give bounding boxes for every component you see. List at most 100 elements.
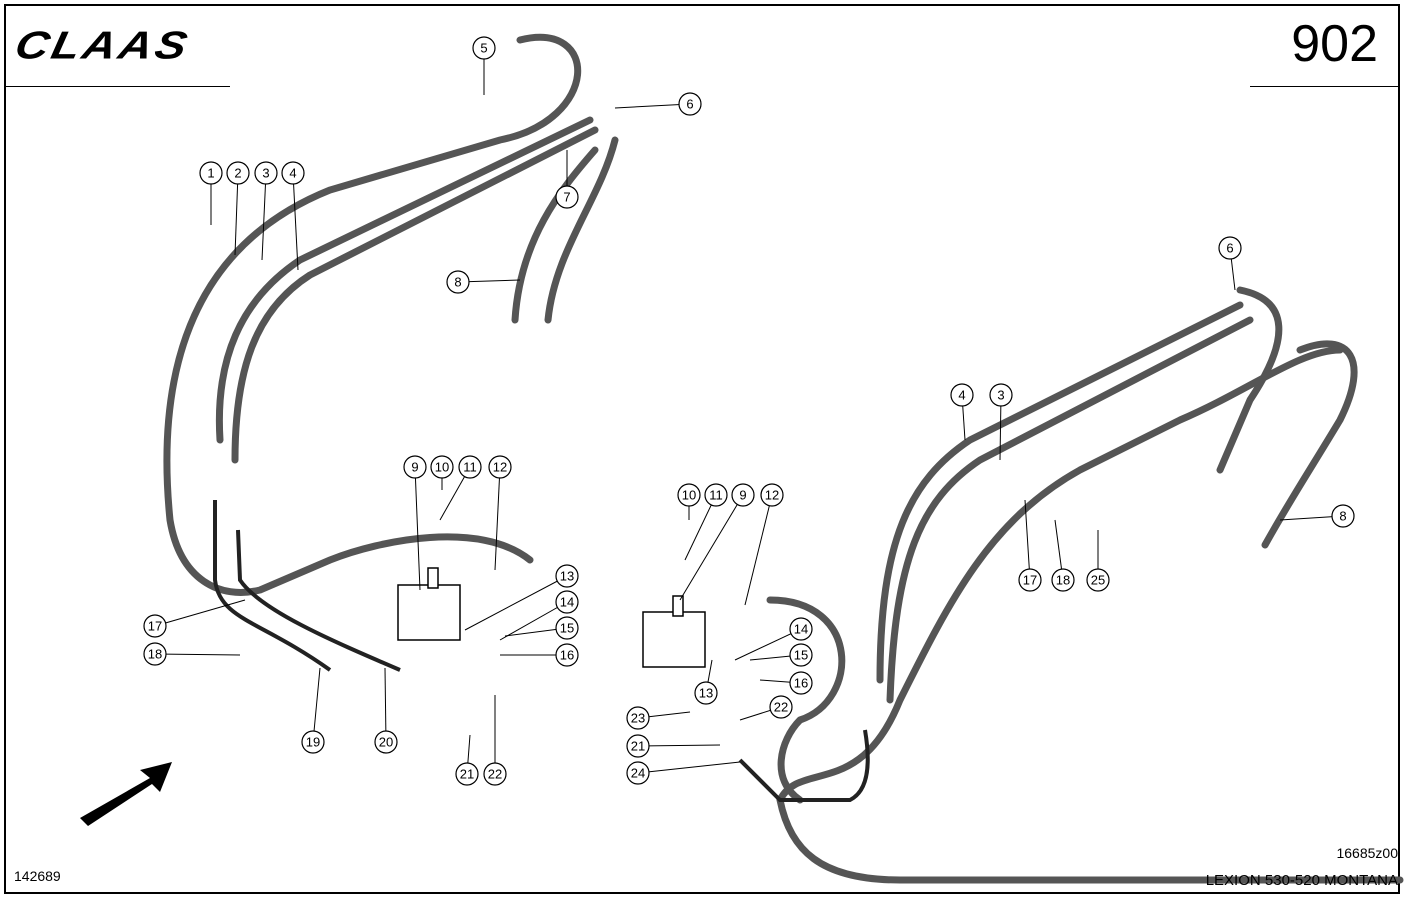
hoses <box>163 34 1404 884</box>
hose-8b <box>544 136 619 324</box>
pipe-19 <box>213 500 332 672</box>
leader-line <box>154 599 246 627</box>
callout-label: 8 <box>454 275 461 290</box>
model-name: LEXION 530-520 MONTANA <box>1205 872 1398 889</box>
leader-line <box>499 601 568 641</box>
callout-18: 18 <box>143 642 167 666</box>
callout-23: 23 <box>626 706 650 730</box>
callout-1: 1 <box>199 161 223 185</box>
callout-circle <box>281 161 305 185</box>
callout-circle <box>1331 504 1355 528</box>
pipe-24 <box>738 729 870 802</box>
callout-9: 9 <box>403 455 427 479</box>
callout-label: 11 <box>709 488 723 503</box>
callout-12: 12 <box>488 455 512 479</box>
callout-4: 4 <box>281 161 305 185</box>
header-divider <box>1250 86 1400 87</box>
callout-circle <box>403 455 427 479</box>
callout-label: 8 <box>1339 509 1346 524</box>
hose-8a <box>511 146 599 324</box>
callout-circle <box>626 706 650 730</box>
callout-circle <box>458 455 482 479</box>
leader-line <box>414 466 421 591</box>
callout-16: 16 <box>555 643 579 667</box>
callout-circle <box>1086 568 1110 592</box>
callout-circle <box>555 643 579 667</box>
callout-circle <box>143 614 167 638</box>
callout-label: 10 <box>682 488 696 503</box>
callout-label: 16 <box>560 648 574 663</box>
leader-line <box>744 494 773 606</box>
callout-circle <box>694 681 718 705</box>
callout-label: 24 <box>631 766 645 781</box>
callout-4: 4 <box>950 383 974 407</box>
leader-line <box>464 575 568 631</box>
callout-circle <box>472 36 496 60</box>
callout-label: 9 <box>411 460 418 475</box>
callout-label: 13 <box>560 569 574 584</box>
callout-3: 3 <box>989 383 1013 407</box>
callout-11: 11 <box>704 483 728 507</box>
callout-circle <box>1218 236 1242 260</box>
hose-left-2 <box>231 126 599 464</box>
callout-circle <box>430 455 454 479</box>
callout-18: 18 <box>1051 568 1075 592</box>
callout-label: 14 <box>560 595 574 610</box>
callout-circle <box>677 483 701 507</box>
callout-8: 8 <box>1331 504 1355 528</box>
callout-label: 12 <box>765 488 779 503</box>
callout-5: 5 <box>472 36 496 60</box>
callout-label: 21 <box>460 767 474 782</box>
callout-circle <box>374 730 398 754</box>
callout-circle <box>143 642 167 666</box>
leader-line <box>1024 499 1031 581</box>
callout-21: 21 <box>626 734 650 758</box>
callout-14: 14 <box>555 590 579 614</box>
callout-label: 22 <box>774 700 788 715</box>
callout-17: 17 <box>143 614 167 638</box>
hose-right-8 <box>1261 340 1358 549</box>
callout-label: 16 <box>794 676 808 691</box>
callout-22: 22 <box>769 695 793 719</box>
callout-circle <box>789 643 813 667</box>
callout-24: 24 <box>626 761 650 785</box>
callout-circle <box>760 483 784 507</box>
callout-circle <box>455 762 479 786</box>
page-frame <box>4 4 1400 894</box>
callout-circle <box>789 671 813 695</box>
callout-label: 21 <box>631 739 645 754</box>
callout-20: 20 <box>374 730 398 754</box>
callout-circle <box>555 185 579 209</box>
callout-label: 3 <box>262 166 269 181</box>
callout-circle <box>731 483 755 507</box>
callout-17: 17 <box>1018 568 1042 592</box>
pump-left <box>397 584 461 641</box>
leader-line <box>684 494 717 561</box>
callout-circle <box>199 161 223 185</box>
callout-label: 9 <box>739 488 746 503</box>
hose-right-return <box>776 346 1404 884</box>
leader-line <box>614 103 691 109</box>
leader-line <box>494 466 501 571</box>
callout-circle <box>555 564 579 588</box>
callout-label: 20 <box>379 735 393 750</box>
leader-line <box>234 172 239 256</box>
callout-label: 2 <box>234 166 241 181</box>
callout-7: 7 <box>555 185 579 209</box>
callout-circle <box>1051 568 1075 592</box>
callout-circle <box>950 383 974 407</box>
callout-14: 14 <box>789 617 813 641</box>
callout-circle <box>301 730 325 754</box>
callout-label: 1 <box>207 166 214 181</box>
callout-label: 22 <box>488 767 502 782</box>
callout-12: 12 <box>760 483 784 507</box>
leader-line <box>637 761 741 774</box>
callout-8: 8 <box>446 270 470 294</box>
callout-6: 6 <box>1218 236 1242 260</box>
callout-label: 7 <box>563 190 570 205</box>
callout-9: 9 <box>731 483 755 507</box>
callout-circle <box>446 270 470 294</box>
callout-circle <box>483 762 507 786</box>
hose-left-1 <box>215 116 594 444</box>
callout-label: 18 <box>148 647 162 662</box>
